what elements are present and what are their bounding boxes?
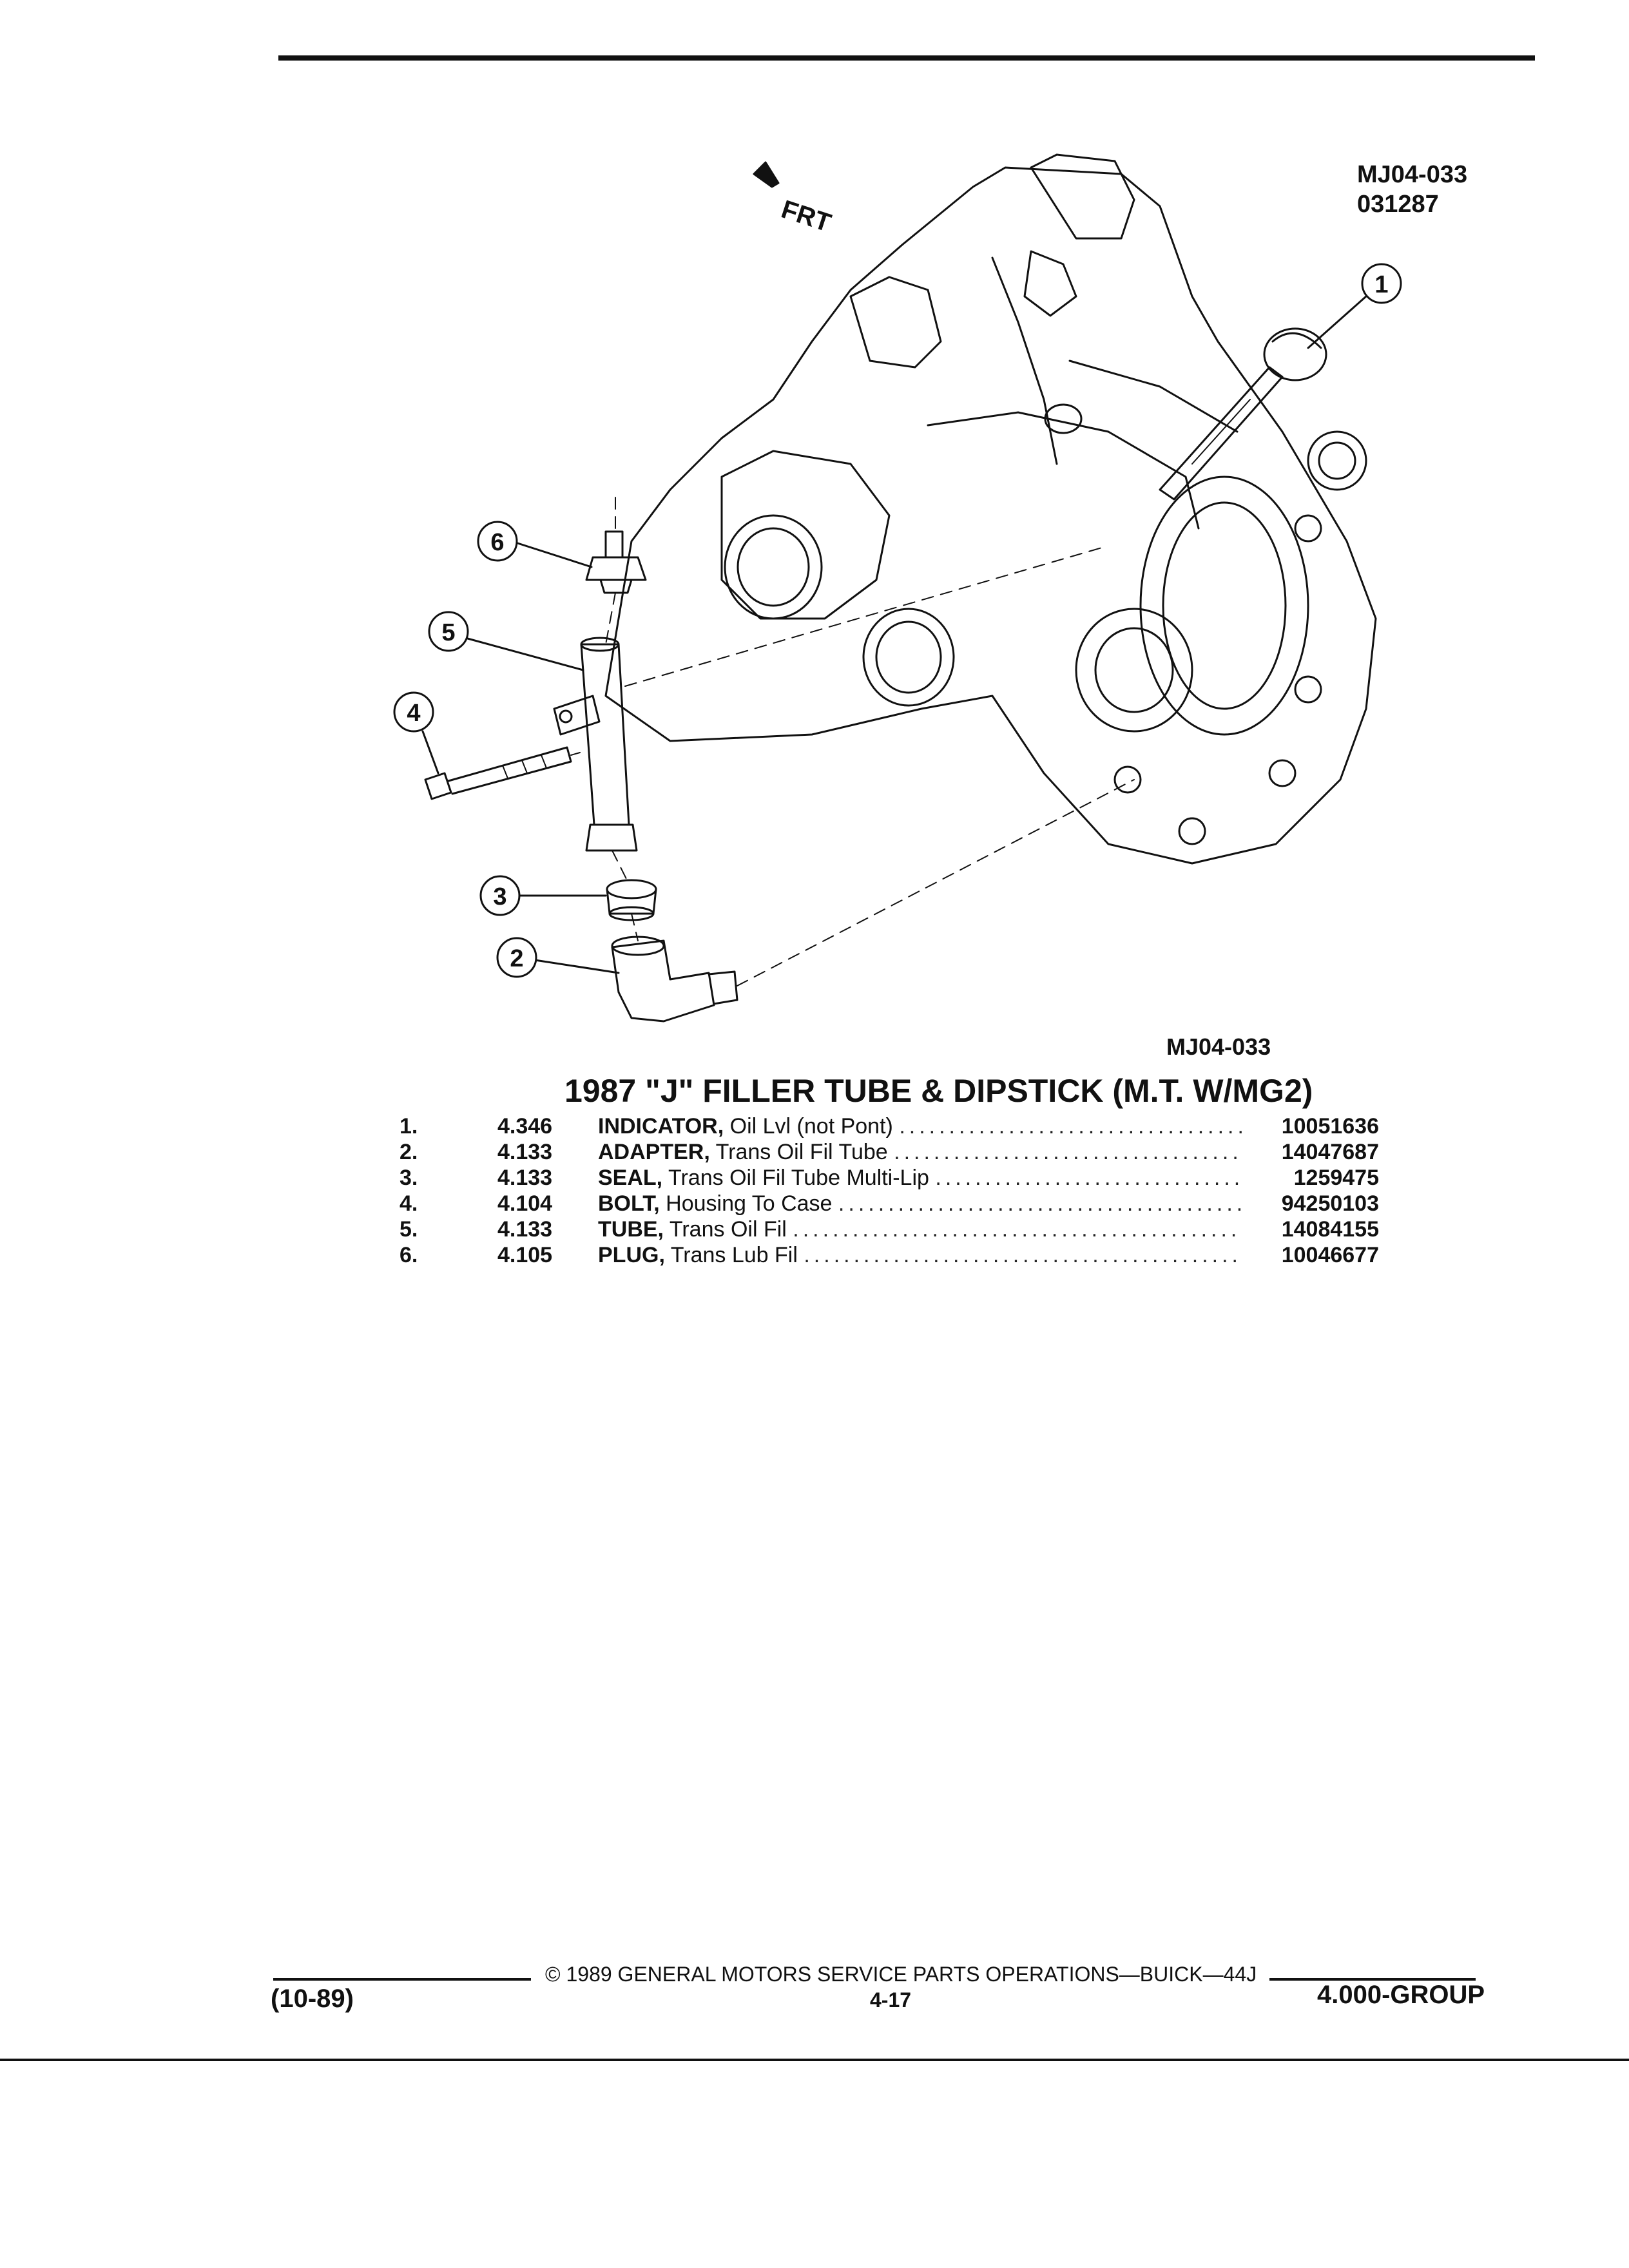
part-row: 4. 4.104 BOLT, Housing To Case ...........… xyxy=(400,1191,1379,1216)
transaxle-housing xyxy=(604,153,1377,865)
part-catalog-number: 14084155 xyxy=(1281,1217,1379,1242)
bolt xyxy=(424,746,572,800)
part-group: 4.105 xyxy=(497,1243,553,1267)
part-name: TUBE, xyxy=(598,1217,664,1242)
front-label: FRT xyxy=(778,195,834,238)
footer-rule-right xyxy=(1269,1978,1476,1981)
part-catalog-number: 10051636 xyxy=(1281,1114,1379,1139)
alignment-lines xyxy=(570,489,1135,986)
part-catalog-number: 94250103 xyxy=(1281,1191,1379,1216)
front-arrow-icon xyxy=(753,161,780,188)
part-description: INDICATOR, Oil Lvl (not Pont) ..........… xyxy=(598,1113,1242,1139)
part-row: 2. 4.133 ADAPTER, Trans Oil Fil Tube .....… xyxy=(400,1139,1379,1165)
part-group: 4.133 xyxy=(497,1140,553,1164)
part-description: ADAPTER, Trans Oil Fil Tube ............… xyxy=(598,1139,1242,1165)
footer-copyright: © 1989 GENERAL MOTORS SERVICE PARTS OPER… xyxy=(545,1963,1257,1986)
callout-2-label: 2 xyxy=(510,945,523,972)
callout-4-label: 4 xyxy=(407,700,420,727)
filler-tube xyxy=(553,637,638,852)
bottom-rule xyxy=(0,2059,1629,2061)
part-number: 2. xyxy=(400,1140,418,1164)
part-detail: Trans Oil Fil xyxy=(669,1217,787,1242)
figure-date: 031287 xyxy=(1357,191,1439,218)
part-catalog-number: 14047687 xyxy=(1281,1140,1379,1164)
part-group: 4.104 xyxy=(497,1191,553,1216)
callout-5: 5 xyxy=(428,611,584,671)
leader-dots: ........................................… xyxy=(899,1114,1242,1139)
leader-dots: ........................................… xyxy=(935,1166,1242,1190)
footer-page-number: 4-17 xyxy=(870,1988,912,2012)
footer-rule-left xyxy=(273,1978,531,1981)
part-group: 4.346 xyxy=(497,1114,553,1139)
part-description: TUBE, Trans Oil Fil ....................… xyxy=(598,1216,1242,1242)
callout-3: 3 xyxy=(479,875,607,916)
figure-id: MJ04-033 xyxy=(1357,161,1468,188)
part-number: 4. xyxy=(400,1191,418,1216)
figure-id-block: MJ04-033 031287 xyxy=(1357,160,1467,219)
part-name: INDICATOR, xyxy=(598,1114,724,1139)
dipstick-indicator xyxy=(1159,327,1327,501)
callout-1: 1 xyxy=(1307,263,1402,349)
part-detail: Oil Lvl (not Pont) xyxy=(729,1114,893,1139)
exploded-view-diagram: FRT xyxy=(393,153,1402,1023)
part-row: 6. 4.105 PLUG, Trans Lub Fil .............… xyxy=(400,1242,1379,1268)
part-detail: Housing To Case xyxy=(666,1191,833,1216)
parts-list: 1. 4.346 INDICATOR, Oil Lvl (not Pont) ...… xyxy=(400,1113,1379,1268)
footer-group: 4.000-GROUP xyxy=(1317,1981,1485,2009)
top-rule xyxy=(278,55,1535,61)
part-row: 1. 4.346 INDICATOR, Oil Lvl (not Pont) ...… xyxy=(400,1113,1379,1139)
part-number: 3. xyxy=(400,1166,418,1190)
elbow-adapter xyxy=(611,936,738,1023)
part-description: BOLT, Housing To Case ..................… xyxy=(598,1191,1242,1216)
part-number: 1. xyxy=(400,1114,418,1139)
part-detail: Trans Oil Fil Tube Multi-Lip xyxy=(668,1166,929,1190)
part-detail: Trans Oil Fil Tube xyxy=(715,1140,888,1164)
callout-6-label: 6 xyxy=(490,529,504,556)
part-row: 5. 4.133 TUBE, Trans Oil Fil .............… xyxy=(400,1216,1379,1242)
part-group: 4.133 xyxy=(497,1166,553,1190)
footer-revision: (10-89) xyxy=(271,1984,354,2013)
leader-dots: ........................................… xyxy=(894,1140,1242,1164)
diagram-caption-id: MJ04-033 xyxy=(1166,1033,1271,1060)
part-name: SEAL, xyxy=(598,1166,663,1190)
part-number: 6. xyxy=(400,1243,418,1267)
callout-3-label: 3 xyxy=(493,883,506,910)
part-catalog-number: 1259475 xyxy=(1293,1166,1379,1190)
part-detail: Trans Lub Fil xyxy=(670,1243,798,1267)
leader-dots: ........................................… xyxy=(804,1243,1242,1267)
leader-dots: ........................................… xyxy=(793,1217,1242,1242)
part-number: 5. xyxy=(400,1217,418,1242)
part-group: 4.133 xyxy=(497,1217,553,1242)
part-description: PLUG, Trans Lub Fil ....................… xyxy=(598,1242,1242,1268)
filler-plug xyxy=(585,530,647,594)
part-description: SEAL, Trans Oil Fil Tube Multi-Lip .....… xyxy=(598,1165,1242,1191)
callout-5-label: 5 xyxy=(441,619,455,646)
part-name: PLUG, xyxy=(598,1243,665,1267)
callout-2: 2 xyxy=(496,937,620,978)
part-name: BOLT, xyxy=(598,1191,660,1216)
part-row: 3. 4.133 SEAL, Trans Oil Fil Tube Multi-Li… xyxy=(400,1165,1379,1191)
section-title: 1987 "J" FILLER TUBE & DIPSTICK (M.T. W/… xyxy=(564,1073,1313,1109)
callout-4: 4 xyxy=(393,691,439,774)
part-name: ADAPTER, xyxy=(598,1140,710,1164)
callout-1-label: 1 xyxy=(1374,271,1388,298)
part-catalog-number: 10046677 xyxy=(1281,1243,1379,1267)
callout-6: 6 xyxy=(477,521,593,568)
leader-dots: ........................................… xyxy=(838,1191,1242,1216)
